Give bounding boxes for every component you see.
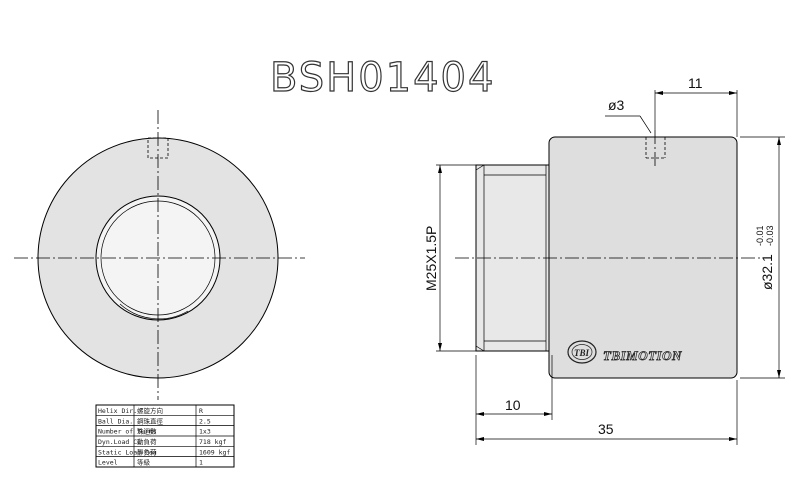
brand-logo: TBI TBIMOTION: [567, 340, 682, 364]
table-cell-label-cn: 珠迴數: [137, 427, 157, 436]
front-thread-arc: [119, 303, 189, 320]
side-view: TBI TBIMOTION: [455, 130, 760, 379]
table-cell-value: 718 kgf: [199, 438, 226, 446]
dim-total-length: 35: [598, 421, 614, 437]
table-cell-label-cn: 螺旋方向: [137, 406, 163, 415]
dim-thread: M25X1.5P: [423, 226, 439, 291]
table-row: Static Load Coa 靜負荷 1609 kgf: [98, 447, 230, 456]
table-cell-label: Number of Turns: [98, 428, 157, 436]
table-cell-value: 1: [199, 459, 203, 467]
thread-chamfer-top: [475, 164, 485, 171]
table-row: Level 等級 1: [98, 458, 203, 467]
dim-thread-length: 10: [505, 397, 521, 413]
dim-dowel-offset: 11: [688, 75, 703, 91]
dimensions: 11 ø3 M25X1.5P ø32.1 -0.01 -0.03 10: [423, 75, 785, 445]
table-cell-label: Dyn.Load Ca: [98, 438, 141, 446]
front-dowel-hole: [147, 137, 169, 159]
table-cell-label: Ball Dia.: [98, 417, 133, 425]
logo-text: TBI: [574, 348, 590, 358]
table-cell-label: Helix Dir.: [98, 407, 137, 415]
logo-ring-icon: [571, 344, 593, 360]
table-cell-value: R: [199, 407, 203, 415]
table-row: Ball Dia. 鋼珠直徑 2.5: [98, 416, 211, 425]
thread-chamfer-bottom: [475, 345, 485, 352]
main-body: [548, 136, 738, 379]
table-cell-label: Static Load Coa: [98, 448, 157, 456]
dim-dowel-diameter: ø3: [608, 97, 625, 113]
table-cell-label-cn: 靜負荷: [137, 447, 157, 456]
dim-od-tol-upper: -0.01: [755, 225, 765, 246]
brand-name: TBIMOTION: [603, 348, 682, 363]
table-cell-value: 1609 kgf: [199, 448, 230, 456]
table-cell-label-cn: 等級: [137, 458, 151, 467]
table-cell-label-cn: 鋼珠直徑: [137, 416, 164, 425]
dim-outer-diameter: ø32.1: [759, 254, 775, 290]
table-row: Number of Turns 珠迴數 1x3: [98, 427, 211, 436]
logo-icon: [567, 340, 597, 364]
table-cell-value: 1x3: [199, 428, 211, 436]
dim-od-tol-lower: -0.03: [765, 225, 775, 246]
table-row: Helix Dir. 螺旋方向 R: [98, 406, 203, 415]
table-cell-label: Level: [98, 459, 118, 467]
table-cell-label-cn: 動負荷: [137, 437, 157, 446]
table-row: Dyn.Load Ca 動負荷 718 kgf: [98, 437, 226, 446]
table-cell-value: 2.5: [199, 417, 211, 425]
spec-table: Helix Dir. 螺旋方向 R Ball Dia. 鋼珠直徑 2.5 Num…: [95, 404, 235, 468]
drawing-title: BSH01404: [270, 55, 495, 101]
front-view: [14, 110, 305, 400]
